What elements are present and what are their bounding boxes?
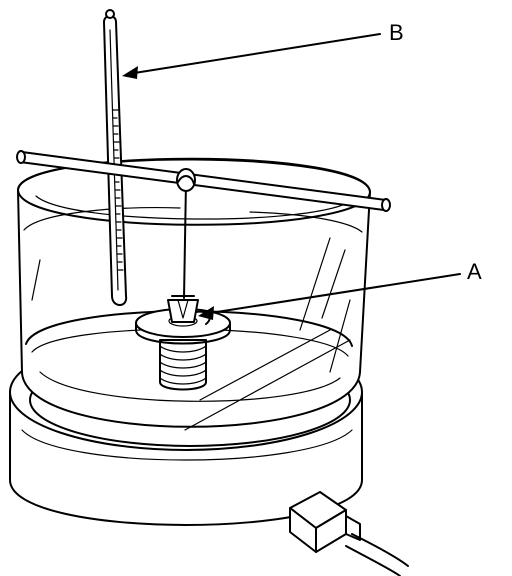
thermometer bbox=[103, 9, 128, 306]
suspension-string bbox=[183, 181, 187, 299]
callout-b-leader bbox=[122, 33, 381, 79]
glass-beaker bbox=[17, 157, 371, 431]
callout-label-b: B bbox=[389, 20, 404, 45]
callout-label-a: A bbox=[467, 259, 482, 284]
power-plug bbox=[289, 491, 409, 576]
string-knot bbox=[176, 168, 196, 192]
support-rod bbox=[16, 150, 391, 212]
callout-a-leader bbox=[198, 273, 461, 320]
thermometer-scale bbox=[112, 109, 124, 271]
